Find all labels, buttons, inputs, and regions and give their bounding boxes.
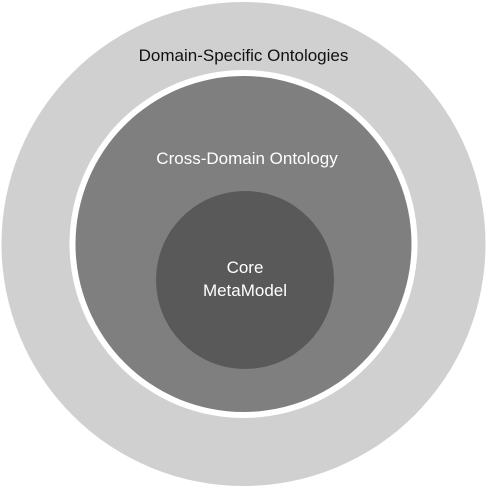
outer-ring-label: Domain-Specific Ontologies [139,46,349,65]
core-label-line-1: Core [227,258,264,277]
core-circle-metamodel [156,191,334,369]
middle-ring-label: Cross-Domain Ontology [156,149,338,168]
core-label-line-2: MetaModel [203,281,287,300]
